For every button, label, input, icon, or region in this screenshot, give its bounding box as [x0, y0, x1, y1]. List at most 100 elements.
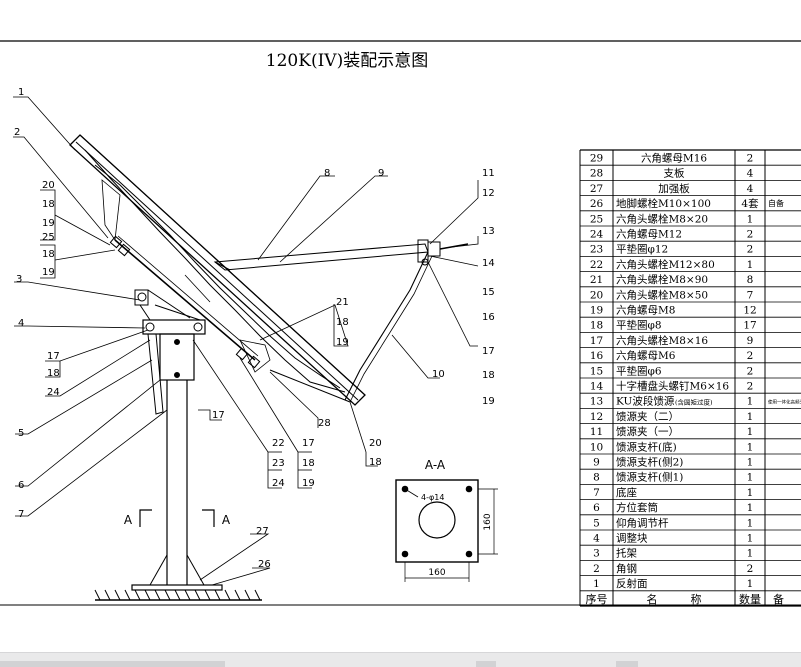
callout-1: 1: [18, 87, 24, 98]
parts-row-name: 六角头螺栓M12×80: [616, 258, 715, 271]
parts-row-no: 17: [590, 335, 603, 347]
parts-row-qty: 1: [747, 487, 754, 499]
header-note: 备: [773, 592, 784, 606]
callout-19a: 19: [42, 218, 55, 229]
callout-18c: 18: [47, 368, 60, 379]
antenna-drawing: [69, 134, 469, 601]
parts-row-no: 23: [590, 244, 603, 256]
drawing-title: 120K(IV)装配示意图: [266, 51, 428, 71]
parts-row-qty: 1: [747, 213, 754, 225]
parts-row-no: 3: [593, 548, 600, 560]
callout-20a: 20: [42, 180, 55, 191]
parts-row-no: 10: [590, 441, 603, 453]
callout-18f: 18: [302, 458, 315, 469]
scrollbar-thumb[interactable]: [0, 661, 225, 667]
parts-row-qty: 1: [747, 517, 754, 529]
callout-11: 11: [482, 168, 495, 179]
callout-22: 22: [272, 438, 285, 449]
parts-row-no: 21: [590, 274, 603, 286]
leader-lines: [13, 96, 479, 586]
parts-row-qty: 1: [747, 426, 754, 438]
callout-4: 4: [18, 318, 24, 329]
callout-16: 16: [482, 312, 495, 323]
parts-row-qty: 2: [747, 350, 754, 362]
parts-row-qty: 1: [747, 259, 754, 271]
callout-24b: 24: [272, 478, 285, 489]
parts-row-name: 馈源支杆(底): [616, 440, 677, 453]
parts-row-name: 六角螺母M16: [641, 153, 707, 165]
parts-row-name: 六角螺母M12: [616, 229, 682, 241]
parts-row-name: 六角头螺栓M8×20: [616, 212, 708, 225]
parts-row-qty: 12: [743, 305, 756, 317]
parts-row-qty: 17: [743, 320, 756, 332]
callout-25: 25: [42, 232, 55, 243]
parts-row-no: 13: [590, 396, 603, 408]
callout-17b: 17: [482, 346, 495, 357]
callout-17a: 17: [47, 351, 60, 362]
parts-row-no: 22: [590, 259, 603, 271]
parts-row-qty: 2: [747, 229, 754, 241]
parts-row-qty: 8: [747, 274, 754, 286]
callout-8: 8: [324, 168, 330, 179]
parts-row-no: 26: [590, 198, 604, 210]
parts-row-no: 15: [590, 365, 603, 377]
parts-row-name: 仰角调节杆: [616, 516, 669, 529]
callout-13: 13: [482, 226, 495, 237]
parts-row-name: 反射面: [616, 577, 648, 590]
callout-27: 27: [256, 526, 269, 537]
parts-row-qty: 1: [747, 457, 754, 469]
parts-row-qty: 9: [747, 335, 754, 347]
parts-row-no: 24: [590, 229, 604, 241]
callout-23: 23: [272, 458, 285, 469]
parts-row-name: 馈源支杆(侧1): [616, 471, 683, 484]
callout-19b: 19: [42, 267, 55, 278]
parts-row-no: 29: [590, 153, 603, 165]
callout-21: 21: [336, 297, 349, 308]
parts-row-qty: 2: [747, 563, 754, 575]
callout-17d: 17: [302, 438, 315, 449]
scrollbar-segment: [616, 661, 638, 667]
parts-row-no: 8: [593, 472, 600, 484]
parts-row-name: 六角头螺栓M8×16: [616, 334, 708, 347]
parts-row-qty: 1: [747, 578, 754, 590]
parts-row-name: 六角头螺栓M8×90: [616, 273, 708, 286]
parts-row-no: 25: [590, 213, 603, 225]
parts-row-no: 2: [593, 563, 600, 575]
parts-row-name: 六角螺母M6: [616, 350, 676, 362]
parts-row-no: 28: [590, 168, 603, 180]
callout-17c: 17: [212, 410, 225, 421]
parts-row-qty: 1: [747, 548, 754, 560]
callout-7: 7: [18, 509, 24, 520]
callout-12: 12: [482, 188, 495, 199]
callout-6: 6: [18, 480, 24, 491]
parts-row-name-note: (含圆矩过度): [675, 398, 713, 407]
parts-row-qty: 2: [747, 365, 754, 377]
parts-row-no: 20: [590, 289, 603, 301]
callout-2: 2: [14, 127, 20, 138]
parts-row-name: 方位套筒: [616, 501, 658, 514]
parts-row-name: 馈源支杆(侧2): [616, 456, 683, 469]
callout-19e: 19: [302, 478, 315, 489]
azimuth-sleeve: [159, 333, 195, 381]
dim-width: 160: [428, 568, 445, 578]
parts-row-no: 7: [593, 487, 600, 499]
parts-row-no: 16: [590, 350, 604, 362]
callout-3: 3: [16, 274, 22, 285]
parts-row-name: 地脚螺栓M10×100: [616, 197, 711, 210]
callout-19c: 19: [482, 396, 495, 407]
scrollbar-segment: [476, 661, 496, 667]
parts-row-qty: 1: [747, 396, 754, 408]
parts-row-no: 6: [593, 502, 600, 514]
parts-row-name: KU波段馈源: [616, 395, 675, 408]
parts-row-note: 自备: [768, 198, 784, 208]
parts-row-qty: 1: [747, 502, 754, 514]
header-no: 序号: [586, 592, 608, 606]
cut-mark-right: A: [222, 513, 231, 527]
parts-row-no: 14: [590, 381, 604, 393]
bottom-scrollbar[interactable]: [0, 652, 801, 667]
parts-row-name: 托架: [616, 547, 637, 560]
parts-row-qty: 1: [747, 441, 754, 453]
callout-28: 28: [318, 418, 331, 429]
